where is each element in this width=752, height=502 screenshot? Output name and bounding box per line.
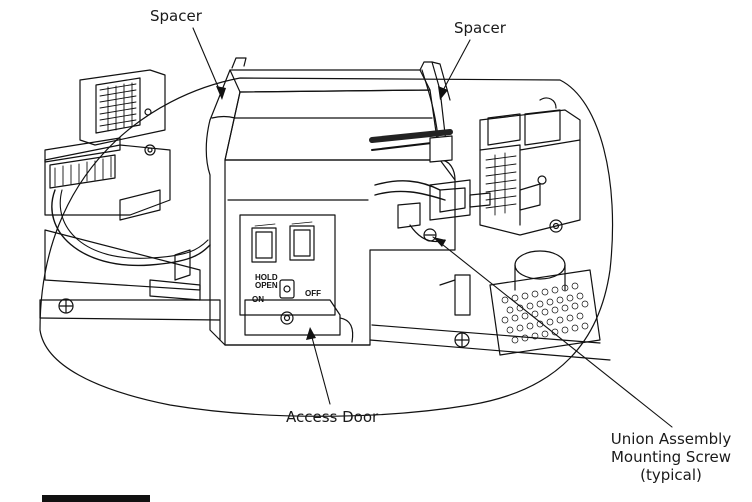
callout-spacer-right: Spacer <box>454 19 506 37</box>
union-housing <box>205 69 456 346</box>
union-screw <box>423 228 437 242</box>
spacer-left-bracket <box>231 57 247 69</box>
callout-union-line-2: Mounting Screw <box>610 448 732 466</box>
switch-open-label: OPEN <box>255 281 278 290</box>
switch-hold-label: HOLD <box>255 273 278 282</box>
screw-left <box>58 298 74 314</box>
callout-union-line-1: Union Assembly <box>610 430 732 448</box>
leader-union-screw <box>432 236 673 428</box>
leader-spacer-left <box>192 27 223 97</box>
callout-union-assembly: Union Assembly Mounting Screw (typical) <box>590 430 752 484</box>
left-terminal-board <box>44 69 171 221</box>
access-door-shape <box>244 299 354 343</box>
vent-grille <box>489 269 601 356</box>
switch-on-label: ON <box>252 295 264 304</box>
base-rail <box>39 299 611 361</box>
screw-right <box>454 332 470 348</box>
leader-spacer-right <box>439 39 471 97</box>
callout-spacer-left: Spacer <box>150 7 202 25</box>
switch-off-label: OFF <box>305 289 321 298</box>
right-terminal-board <box>479 97 581 291</box>
spacer-right-bracket <box>419 61 451 161</box>
wire-loop <box>51 189 211 267</box>
callout-access-door: Access Door <box>286 408 379 426</box>
switch-panel <box>239 214 336 316</box>
view-outline <box>39 77 614 417</box>
callout-union-line-3: (typical) <box>640 466 702 484</box>
figure-tab-bar <box>42 495 150 502</box>
leader-lines <box>192 27 673 428</box>
cable-connector <box>369 129 491 243</box>
leader-access-door <box>309 329 331 405</box>
